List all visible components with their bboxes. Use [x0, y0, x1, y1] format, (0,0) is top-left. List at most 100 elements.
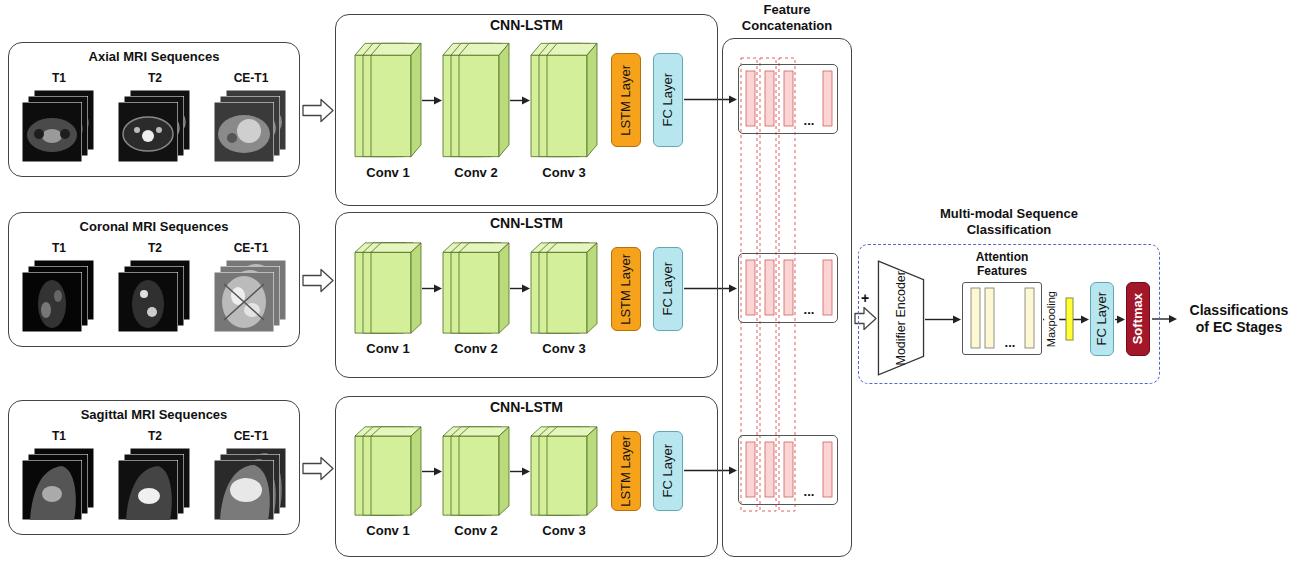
- feature-bars: [739, 65, 836, 132]
- concat-column-guides: [741, 58, 795, 511]
- feature-bar: [765, 442, 774, 497]
- cnn-lstm-block: CNN-LSTMConv 1Conv 2Conv 3LSTM LayerFC L…: [335, 396, 718, 557]
- mri-slice: [118, 102, 178, 162]
- block-title: CNN-LSTM: [336, 399, 717, 416]
- layer-name: Conv 2: [441, 341, 511, 357]
- arrow-line: [510, 471, 524, 472]
- cube-side: [411, 43, 421, 156]
- conv-layer: Conv 2: [441, 241, 511, 361]
- layer-label: FC Layer: [660, 262, 676, 315]
- conv-layer: Conv 1: [353, 241, 423, 361]
- connector-arrow: [422, 97, 442, 105]
- cube-side: [411, 243, 421, 333]
- hollow-arrow-shape: [303, 100, 333, 122]
- block-title: CNN-LSTM: [336, 215, 717, 232]
- connector-arrow: [510, 97, 530, 105]
- sequence-label: CE-T1: [215, 429, 287, 443]
- cnn-lstm-block: CNN-LSTMConv 1Conv 2Conv 3LSTM LayerFC L…: [335, 14, 718, 206]
- feature-bar: [784, 442, 793, 497]
- cube-front: [459, 55, 499, 156]
- arrow-head: [522, 97, 530, 105]
- mri-slice: [22, 272, 82, 332]
- connector-arrow: [510, 468, 530, 476]
- arrow-head: [522, 468, 530, 476]
- ellipsis: ...: [797, 484, 821, 500]
- layer-label: FC Layer: [660, 444, 676, 497]
- arrow-line: [510, 100, 524, 101]
- sequence-label: T2: [119, 71, 191, 85]
- arrow-head: [729, 96, 737, 104]
- conv-cube: [531, 241, 597, 335]
- layer-label: LSTM Layer: [618, 65, 634, 136]
- feature-concatenation: Feature Concatenation.........: [722, 2, 852, 557]
- softmax-layer: Softmax: [1126, 282, 1150, 356]
- block-title: CNN-LSTM: [336, 17, 717, 34]
- output-arrow-line: [1152, 318, 1170, 319]
- classification-module: Multi-modal Sequence ClassificationModif…: [858, 206, 1160, 384]
- arrow-line: [422, 100, 436, 101]
- sequence-label: T1: [23, 71, 95, 85]
- sequence-label: CE-T1: [215, 71, 287, 85]
- cube-side: [587, 243, 597, 333]
- layer-label: FC Layer: [1094, 292, 1110, 345]
- cube-front: [459, 252, 499, 333]
- dashed-column: [760, 58, 776, 511]
- sequence-label: T2: [119, 429, 191, 443]
- pooled-feature-bar: [1066, 298, 1073, 340]
- cube-front: [547, 436, 587, 515]
- mri-slice: [214, 460, 274, 520]
- attention-bar: [971, 288, 980, 348]
- attention-frame: ...: [962, 282, 1042, 355]
- cube-front: [371, 55, 411, 156]
- conv-layer: Conv 3: [529, 241, 599, 361]
- panel-title: Coronal MRI Sequences: [9, 219, 299, 235]
- arrow-head: [434, 468, 442, 476]
- feature-bar: [823, 442, 832, 497]
- sequence-label: T1: [23, 429, 95, 443]
- layer-name: Conv 2: [441, 165, 511, 181]
- conv-cube: [355, 41, 421, 159]
- cube-front: [371, 252, 411, 333]
- hollow-arrow: [303, 458, 333, 480]
- feature-vector-group: ...: [738, 64, 838, 134]
- arrow-head: [522, 285, 530, 293]
- layer-name: Conv 1: [353, 165, 423, 181]
- conv-layer: Conv 1: [353, 425, 423, 543]
- conv-cube: [531, 41, 597, 159]
- conv-layer: Conv 2: [441, 41, 511, 185]
- mri-slice: [118, 460, 178, 520]
- arrow-head: [1081, 316, 1089, 324]
- cube-side: [411, 427, 421, 515]
- connector-arrow: [422, 468, 442, 476]
- attention-bars: [963, 283, 1040, 353]
- conv-layer: Conv 3: [529, 41, 599, 185]
- arrow-head: [729, 285, 737, 293]
- feature-bars: [739, 254, 836, 321]
- layer-name: Conv 3: [529, 523, 599, 539]
- arrow-line: [684, 288, 731, 289]
- arrow-head: [729, 467, 737, 475]
- lstm-layer: LSTM Layer: [611, 247, 641, 331]
- feature-bar: [746, 442, 755, 497]
- arrow-line: [684, 470, 731, 471]
- encoder-label: Modifier Encoder: [894, 271, 909, 366]
- lstm-layer: LSTM Layer: [611, 53, 641, 147]
- arrow-head: [434, 285, 442, 293]
- ellipsis: ...: [797, 113, 821, 129]
- connector-arrow: [422, 285, 442, 293]
- trapezoid: [878, 261, 923, 375]
- conv-layer: Conv 3: [529, 425, 599, 543]
- mri-slice: [118, 272, 178, 332]
- coronal-images: [22, 260, 286, 332]
- modifier-encoder: Modifier Encoder: [878, 260, 924, 376]
- module-title: Multi-modal Sequence Classification: [919, 206, 1099, 238]
- attention-bar: [1025, 288, 1034, 348]
- layer-label: LSTM Layer: [618, 254, 634, 325]
- conv-layer: Conv 2: [441, 425, 511, 543]
- layer-name: Conv 1: [353, 523, 423, 539]
- conv-cube: [443, 41, 509, 159]
- cube-side: [499, 427, 509, 515]
- arrow-line: [422, 471, 436, 472]
- fc-layer: FC Layer: [653, 431, 683, 511]
